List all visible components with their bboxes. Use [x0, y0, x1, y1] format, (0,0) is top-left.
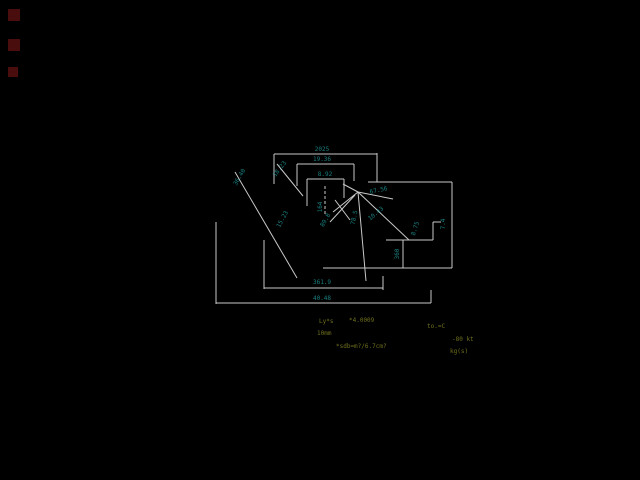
dimension-label: 8.75	[410, 220, 421, 236]
dimension-line	[357, 191, 367, 282]
annotation-note: kg(s)	[450, 348, 468, 355]
dimension-label: 7.4	[440, 218, 447, 229]
dimension-label: 78.5	[350, 210, 360, 226]
annotation-note: 10mm	[317, 330, 332, 337]
dimension-label: 40.48	[313, 295, 331, 302]
dimension-label: 8.92	[318, 171, 333, 178]
dimension-line	[334, 199, 351, 221]
dimension-line	[234, 171, 298, 279]
dimension-label: 2025	[315, 146, 330, 153]
dimension-line	[276, 163, 304, 197]
dimension-line	[332, 191, 359, 213]
dimension-line	[357, 191, 394, 200]
dimension-line	[342, 183, 359, 193]
annotation-note: *4.0009	[349, 317, 375, 324]
dimension-label: 164	[317, 201, 324, 212]
dimension-label: 19.36	[313, 156, 331, 163]
dimension-line	[357, 191, 410, 241]
annotation-note: to.=C	[427, 323, 445, 330]
dimension-label: 361.9	[313, 279, 331, 286]
annotation-note: -80 kt	[452, 336, 474, 343]
dimension-label: 67.56	[369, 185, 389, 196]
dimension-label: 360	[394, 248, 401, 259]
annotation-note: Ly*s	[319, 318, 334, 325]
toolbar-swatch-1[interactable]	[8, 9, 20, 21]
toolbar-swatch-3[interactable]	[8, 67, 18, 77]
annotation-note: *sdb=m?/6.7cm?	[336, 343, 387, 350]
toolbar-swatch-2[interactable]	[8, 39, 20, 51]
dimension-line	[329, 194, 356, 223]
